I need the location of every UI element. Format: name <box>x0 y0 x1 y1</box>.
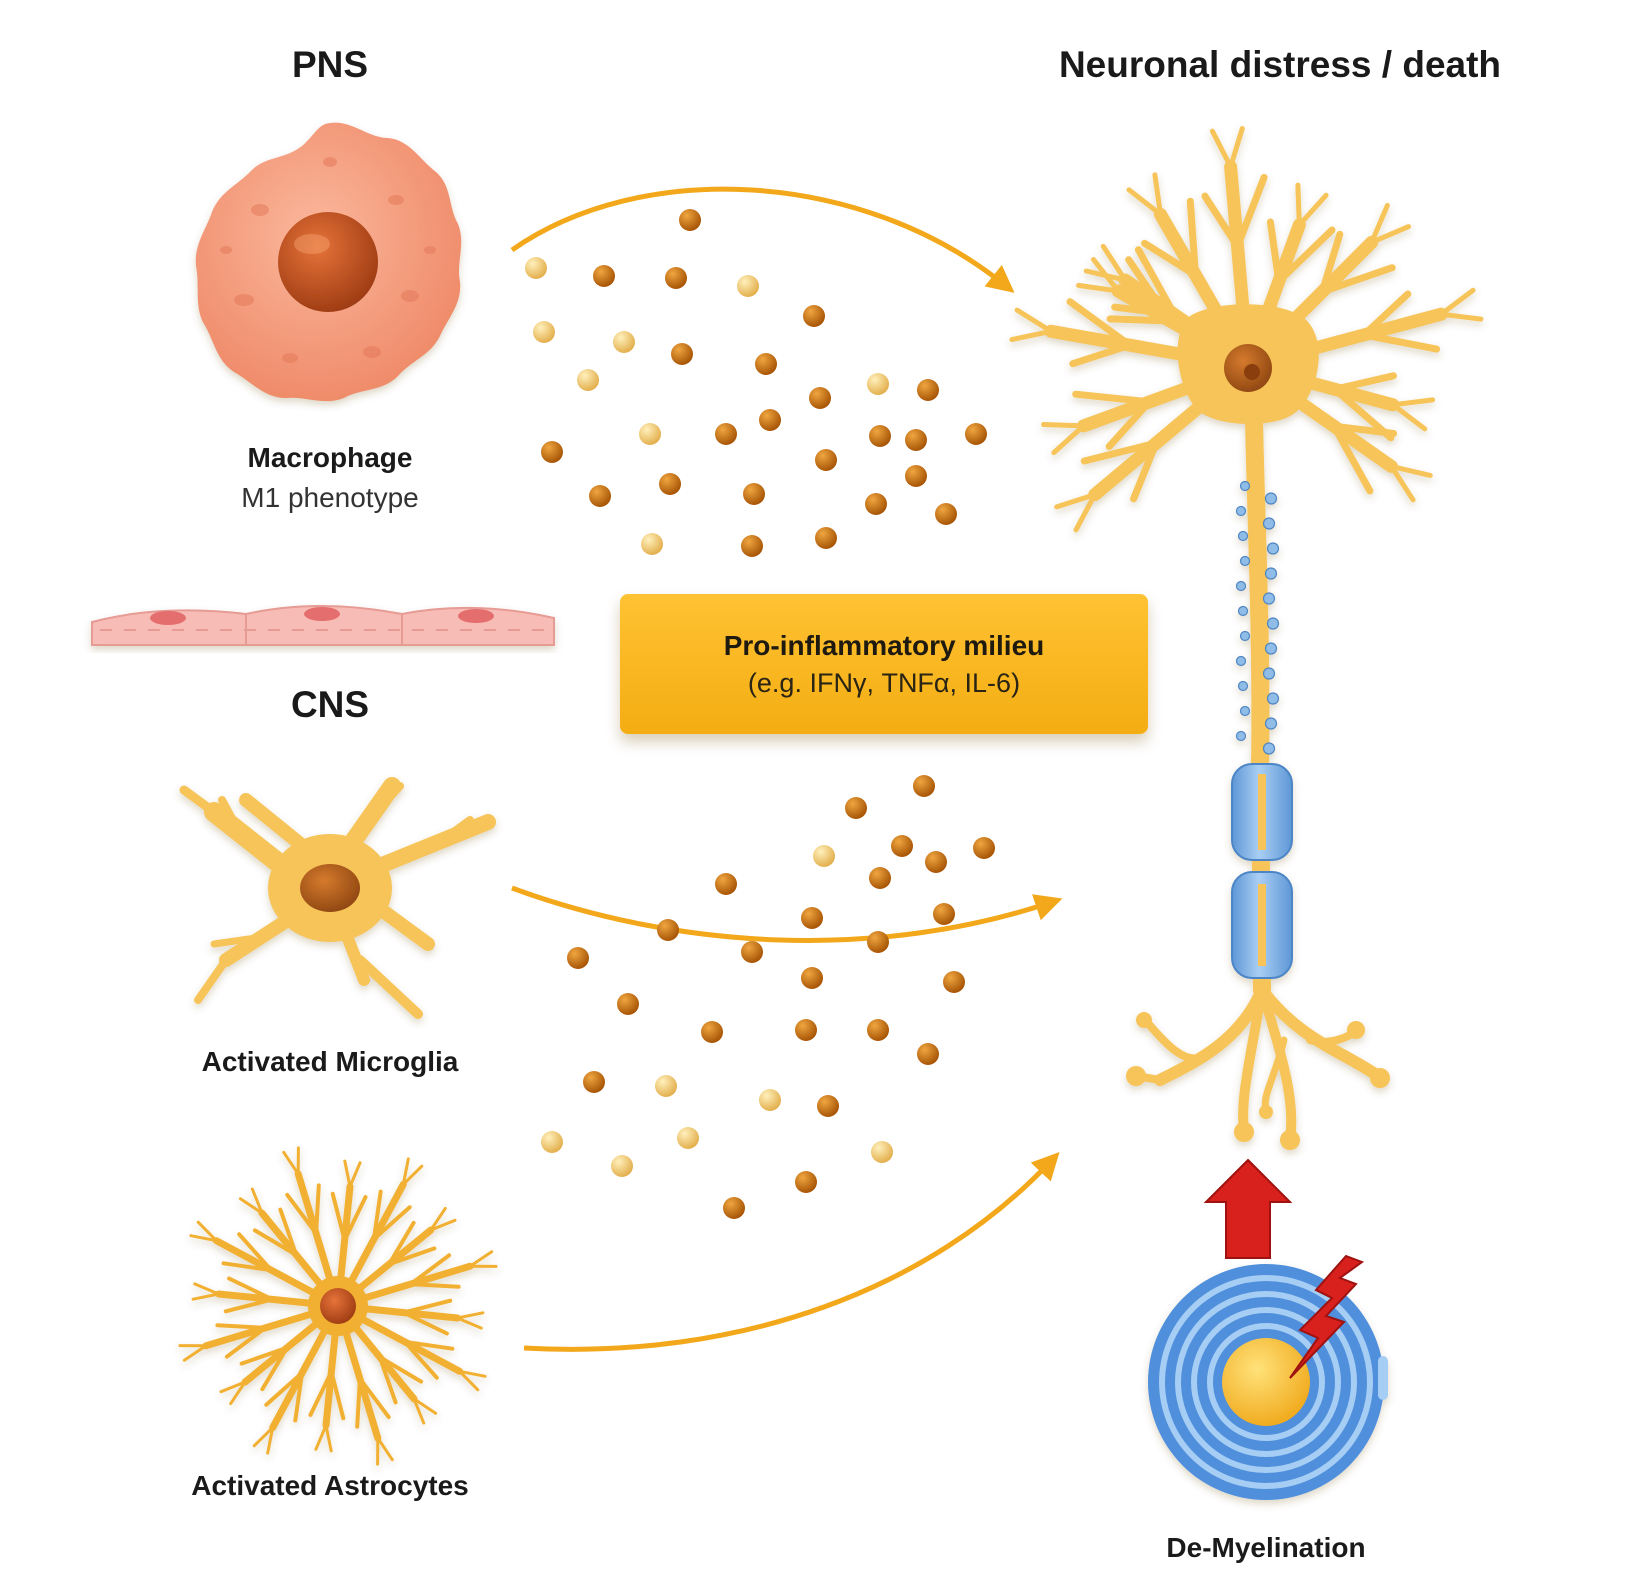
cytokine-particle <box>679 209 701 231</box>
cytokine-particle <box>867 1019 889 1041</box>
arrow-macrophage-to-neuron <box>510 186 1015 293</box>
cytokine-particle <box>613 331 635 353</box>
cytokine-particle <box>813 845 835 867</box>
cns-heading: CNS <box>290 684 370 725</box>
cytokine-particle <box>755 353 777 375</box>
cytokine-particle <box>641 533 663 555</box>
cytokine-particle <box>525 257 547 279</box>
arrow-microglia-to-neuron <box>511 885 1063 943</box>
cytokine-particle <box>741 941 763 963</box>
cytokine-particle <box>917 1043 939 1065</box>
cytokine-particle <box>659 473 681 495</box>
cytokine-particle <box>583 1071 605 1093</box>
pro-inflammatory-milieu-box: Pro-inflammatory milieu (e.g. IFNγ, TNFα… <box>620 594 1148 734</box>
cytokine-particle <box>801 967 823 989</box>
cytokine-particle <box>867 373 889 395</box>
demyelination-spiral <box>1148 1264 1388 1500</box>
cytokine-particle <box>567 947 589 969</box>
cytokine-particle <box>611 1155 633 1177</box>
cytokine-particle <box>593 265 615 287</box>
barrier-cell-layer <box>91 605 555 646</box>
cytokine-particle <box>701 1021 723 1043</box>
cytokine-particle <box>715 423 737 445</box>
cytokine-particle <box>845 797 867 819</box>
cytokine-particle <box>541 441 563 463</box>
cytokine-particle <box>865 493 887 515</box>
macrophage-label: Macrophage <box>247 442 413 473</box>
cytokine-particle <box>809 387 831 409</box>
cytokine-particle <box>933 903 955 925</box>
cytokine-particle <box>715 873 737 895</box>
cytokine-particle <box>589 485 611 507</box>
cytokine-particle <box>905 465 927 487</box>
cytokine-particle <box>943 971 965 993</box>
microglia-cell <box>179 777 496 1019</box>
cytokine-particle <box>871 1141 893 1163</box>
cytokine-particle <box>925 851 947 873</box>
cytokine-particles <box>525 209 995 1219</box>
neuronal-distress-heading: Neuronal distress / death <box>1058 44 1502 85</box>
macrophage-phenotype-label: M1 phenotype <box>241 482 419 513</box>
cytokine-particle <box>759 409 781 431</box>
microglia-label: Activated Microglia <box>201 1046 459 1077</box>
macrophage-cell <box>195 122 462 402</box>
milieu-examples: (e.g. IFNγ, TNFα, IL-6) <box>747 667 1021 698</box>
cytokine-particle <box>803 305 825 327</box>
cytokine-particle <box>867 931 889 953</box>
cytokine-particle <box>917 379 939 401</box>
cytokine-particle <box>671 343 693 365</box>
cytokine-particle <box>965 423 987 445</box>
demyelination-label: De-Myelination <box>1166 1532 1366 1563</box>
cytokine-particle <box>677 1127 699 1149</box>
astrocytes-label: Activated Astrocytes <box>191 1470 469 1501</box>
red-up-arrow <box>1203 1158 1293 1259</box>
cytokine-particle <box>743 483 765 505</box>
cytokine-particle <box>737 275 759 297</box>
cytokine-particle <box>741 535 763 557</box>
cytokine-particle <box>639 423 661 445</box>
cytokine-particle <box>905 429 927 451</box>
cytokine-particle <box>869 425 891 447</box>
cytokine-particle <box>973 837 995 859</box>
cytokine-particle <box>935 503 957 525</box>
cytokine-particle <box>577 369 599 391</box>
pns-heading: PNS <box>291 44 369 85</box>
astrocyte-cell <box>178 1146 498 1466</box>
cytokine-particle <box>533 321 555 343</box>
cytokine-particle <box>795 1019 817 1041</box>
arrow-astrocytes-to-neuron <box>523 1151 1060 1352</box>
milieu-title: Pro-inflammatory milieu <box>723 629 1045 661</box>
cytokine-particle <box>891 835 913 857</box>
cytokine-particle <box>795 1171 817 1193</box>
cytokine-particle <box>655 1075 677 1097</box>
cytokine-particle <box>817 1095 839 1117</box>
cytokine-particle <box>815 527 837 549</box>
cytokine-particle <box>541 1131 563 1153</box>
cytokine-particle <box>801 907 823 929</box>
cytokine-particle <box>617 993 639 1015</box>
cytokine-particle <box>665 267 687 289</box>
cytokine-particle <box>815 449 837 471</box>
cytokine-particle <box>657 919 679 941</box>
cytokine-particle <box>869 867 891 889</box>
cytokine-particle <box>723 1197 745 1219</box>
lightning-bolt-icon <box>1289 1254 1365 1379</box>
neuron-cell <box>1009 126 1484 1150</box>
cytokine-particle <box>913 775 935 797</box>
cytokine-particle <box>759 1089 781 1111</box>
